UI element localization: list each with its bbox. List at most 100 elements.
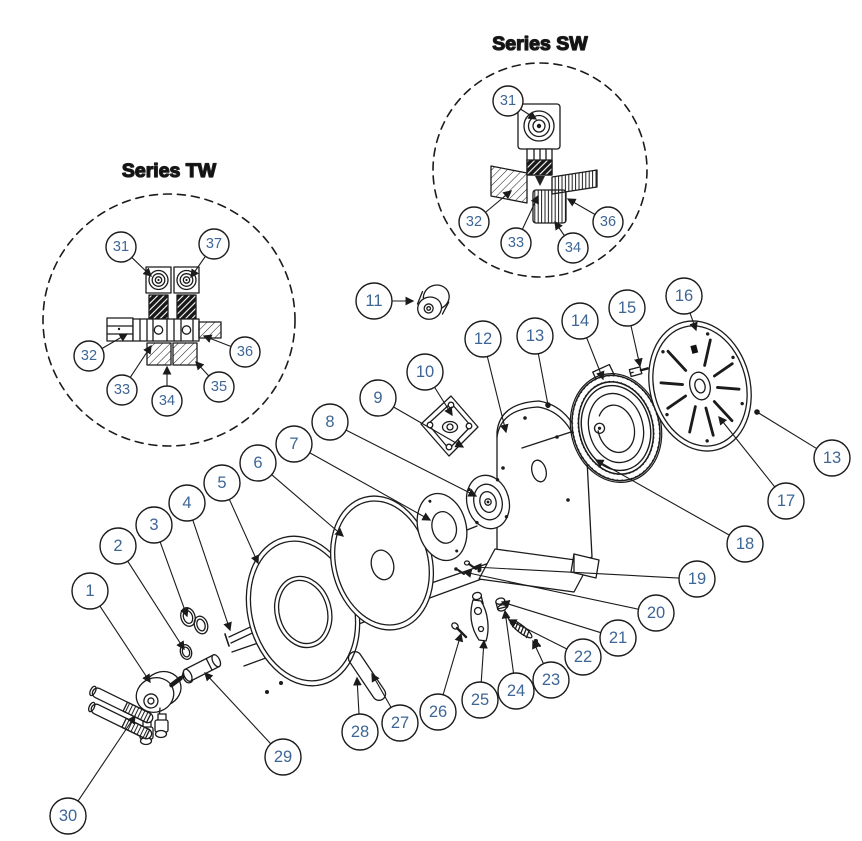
callout-number-main-8: 8 [325,413,334,431]
part-reel-disc-mid [329,495,435,631]
callout-circle-main-4 [168,484,206,522]
callout-number-main-13: 13 [823,449,841,467]
callout-number-main-22: 22 [574,648,592,666]
callout-circle-tw-31 [105,231,137,263]
leader-main-9 [393,406,465,448]
callout-number-main-2: 2 [113,537,122,555]
callout-number-main-25: 25 [471,691,489,709]
callout-circle-tw-32 [73,340,105,372]
callout-number-main-5: 5 [217,474,226,492]
callout-circle-tw-36 [229,336,261,368]
leader-main-13 [537,353,549,406]
callout-number-main-4: 4 [182,494,191,512]
leader-sw-32 [485,190,513,213]
callout-circle-main-24 [497,672,535,710]
leader-main-4 [192,519,232,632]
leader-main-20 [462,569,639,610]
part-hose-assembly [87,685,154,740]
callout-number-main-10: 10 [416,363,434,381]
callout-circle-main-15 [608,289,646,327]
callout-number-main-27: 27 [391,714,409,732]
callout-number-main-1: 1 [85,582,94,600]
callout-number-main-13: 13 [526,327,544,345]
callout-circle-main-6 [239,444,277,482]
callout-number-sw-31: 31 [500,93,516,109]
callout-circle-sw-33 [500,227,532,259]
leader-tw-31 [131,257,152,277]
leader-main-7 [309,452,432,521]
part-mount-plate [420,395,479,457]
part-bolt [628,366,649,378]
callout-number-main-26: 26 [429,703,447,721]
callout-circle-sw-34 [557,232,589,264]
series-tw-detail-circle [42,193,296,447]
leader-main-26 [442,632,464,695]
callout-number-main-6: 6 [253,454,262,472]
callout-number-main-7: 7 [289,435,298,453]
leader-main-5 [228,499,259,565]
leader-main-28 [353,676,362,715]
callout-circle-main-16 [665,277,703,315]
part-bearing-flange [465,474,511,530]
callout-circle-main-17 [767,482,805,520]
callout-number-tw-36: 36 [237,344,253,360]
callout-circle-sw-32 [458,206,490,238]
callout-circle-main-13 [516,317,554,355]
callout-number-main-19: 19 [688,570,706,588]
series-sw-detail-circle [432,62,648,278]
callout-number-main-18: 18 [736,535,754,553]
leader-tw-36 [202,334,232,348]
callout-circle-tw-33 [106,374,138,406]
series-sw-detail [432,62,648,278]
callout-circle-main-14 [561,302,599,340]
callout-number-main-14: 14 [571,312,589,330]
leader-tw-35 [195,361,210,377]
callout-circle-main-19 [678,560,716,598]
callout-circle-main-27 [381,704,419,742]
part-tw-swivel-fitting [106,266,222,366]
part-knob [416,284,450,320]
callout-circle-main-10 [406,353,444,391]
callout-number-main-15: 15 [618,299,636,317]
callout-circle-main-18 [726,525,764,563]
callout-number-main-21: 21 [609,629,627,647]
leader-main-14 [586,337,605,381]
callout-number-main-3: 3 [149,516,158,534]
callout-circle-sw-36 [592,206,624,238]
callout-number-tw-31: 31 [113,239,129,255]
callout-circle-main-1 [71,572,109,610]
leader-main-3 [159,541,189,618]
series-tw-detail [42,193,296,447]
leader-main-1 [99,605,151,684]
callout-circle-main-29 [264,738,302,776]
callout-number-sw-36: 36 [600,214,616,230]
callout-number-main-17: 17 [777,492,795,510]
leader-main-12 [486,356,509,434]
callout-circle-main-26 [419,693,457,731]
callout-circle-main-25 [461,681,499,719]
leader-main-16 [689,312,698,332]
leader-sw-33 [521,194,539,230]
leader-main-18 [594,459,730,536]
callout-circle-main-5 [203,464,241,502]
callout-circle-main-22 [564,638,602,676]
callout-circle-sw-31 [492,85,524,117]
callout-circle-tw-37 [198,228,230,260]
callout-number-main-9: 9 [373,389,382,407]
leader-tw-33 [129,344,152,378]
callout-number-main-11: 11 [365,292,382,310]
leader-main-24 [501,609,515,674]
callout-number-main-24: 24 [507,682,525,700]
part-hub-plate [416,492,468,562]
leader-main-17 [718,415,776,488]
leader-sw-31 [520,108,538,120]
leader-tw-37 [190,255,206,279]
leader-main-27 [371,672,392,708]
leader-main-10 [434,386,453,417]
callout-circle-main-23 [532,661,570,699]
drive-screw [265,690,269,694]
part-sw-swivel-fitting [490,103,598,224]
callout-number-tw-34: 34 [159,393,175,409]
